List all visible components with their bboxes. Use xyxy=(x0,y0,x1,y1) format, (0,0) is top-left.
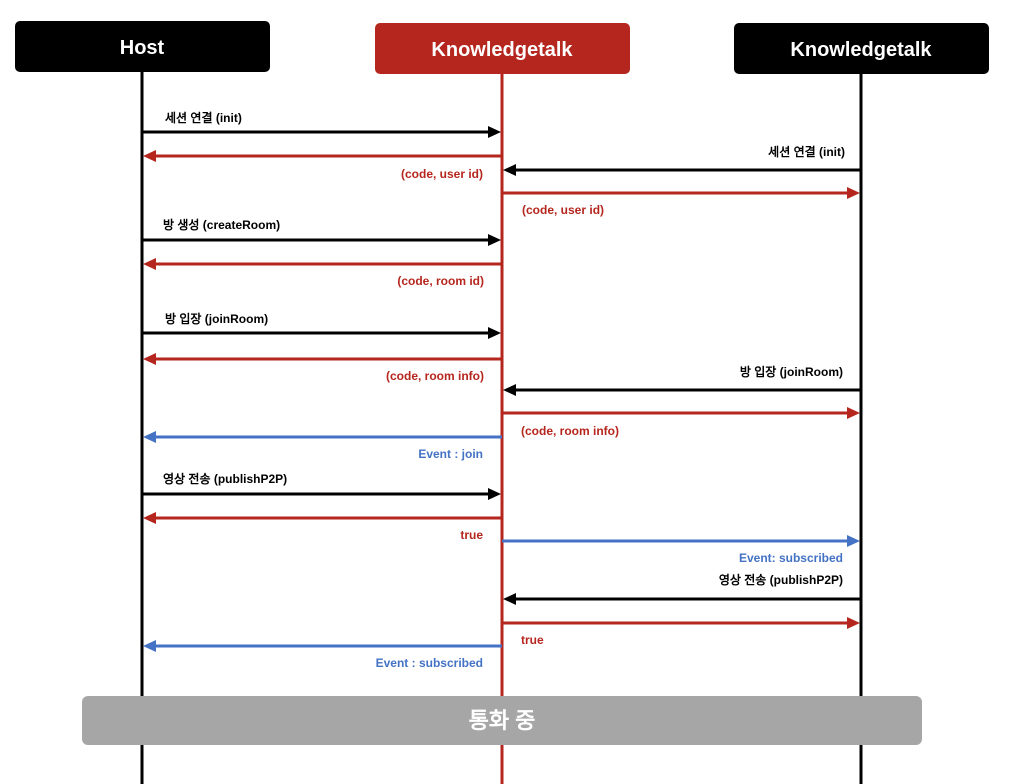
message: Event : subscribed xyxy=(143,640,502,670)
message-label: Event : join xyxy=(418,447,483,461)
message: 방 입장 (joinRoom) xyxy=(142,311,501,339)
status-bar-label: 통화 중 xyxy=(469,708,536,733)
message: 방 생성 (createRoom) xyxy=(142,217,501,246)
message-arrowhead xyxy=(488,488,501,500)
message-arrowhead xyxy=(143,353,156,365)
status-bar-background xyxy=(82,696,922,745)
message-arrowhead xyxy=(143,258,156,270)
participant-title: Knowledgetalk xyxy=(431,39,573,61)
message: true xyxy=(502,617,860,647)
message-arrowhead xyxy=(847,535,860,547)
message-arrowhead xyxy=(847,407,860,419)
message-arrowhead xyxy=(847,187,860,199)
message-arrowhead xyxy=(143,640,156,652)
message-label: (code, room info) xyxy=(386,369,484,383)
message: (code, user id) xyxy=(143,150,502,181)
message-label: 방 입장 (joinRoom) xyxy=(740,364,843,379)
message-arrowhead xyxy=(488,126,501,138)
message: Event : join xyxy=(143,431,502,461)
message-label: (code, room info) xyxy=(521,424,619,438)
message-arrowhead xyxy=(488,327,501,339)
participant-host: Host xyxy=(15,21,270,72)
message-arrowhead xyxy=(503,164,516,176)
message-arrowhead xyxy=(143,512,156,524)
message: 영상 전송 (publishP2P) xyxy=(503,572,861,605)
message-label: true xyxy=(521,633,544,647)
message-label: 방 입장 (joinRoom) xyxy=(165,311,268,326)
messages: 세션 연결 (init) (code, user id) 세션 연결 (init) (… xyxy=(142,110,861,670)
status-bar: 통화 중 xyxy=(82,696,922,745)
message-arrowhead xyxy=(503,384,516,396)
message-label: 방 생성 (createRoom) xyxy=(163,217,280,232)
message-arrowhead xyxy=(143,150,156,162)
participant-box xyxy=(375,23,630,74)
message-label: 영상 전송 (publishP2P) xyxy=(163,471,287,486)
message: 방 입장 (joinRoom) xyxy=(503,364,861,396)
message-label: 영상 전송 (publishP2P) xyxy=(719,572,843,587)
message: (code, room id) xyxy=(143,258,502,288)
message: (code, room info) xyxy=(502,407,860,438)
participant-knowledgetalk-center: Knowledgetalk xyxy=(375,23,630,74)
message: 영상 전송 (publishP2P) xyxy=(142,471,501,500)
message: 세션 연결 (init) xyxy=(142,110,501,138)
participant-knowledgetalk-right: Knowledgetalk xyxy=(734,23,989,74)
message-label: Event: subscribed xyxy=(739,551,843,565)
message-label: (code, user id) xyxy=(522,203,604,217)
message: Event: subscribed xyxy=(502,535,860,565)
message-label: 세션 연결 (init) xyxy=(768,144,845,159)
message: (code, room info) xyxy=(143,353,502,383)
lifelines xyxy=(140,72,863,784)
message-label: 세션 연결 (init) xyxy=(165,110,242,125)
message-arrowhead xyxy=(847,617,860,629)
message-label: Event : subscribed xyxy=(376,656,483,670)
message: (code, user id) xyxy=(502,187,860,217)
message-arrowhead xyxy=(488,234,501,246)
message-label: (code, user id) xyxy=(401,167,483,181)
participant-box xyxy=(15,21,270,72)
message-label: (code, room id) xyxy=(397,274,484,288)
message-arrowhead xyxy=(503,593,516,605)
message: 세션 연결 (init) xyxy=(503,144,861,176)
participant-box xyxy=(734,23,989,74)
participant-title: Host xyxy=(120,37,165,59)
participant-title: Knowledgetalk xyxy=(790,39,932,61)
message-label: true xyxy=(460,528,483,542)
message: true xyxy=(143,512,502,542)
message-arrowhead xyxy=(143,431,156,443)
